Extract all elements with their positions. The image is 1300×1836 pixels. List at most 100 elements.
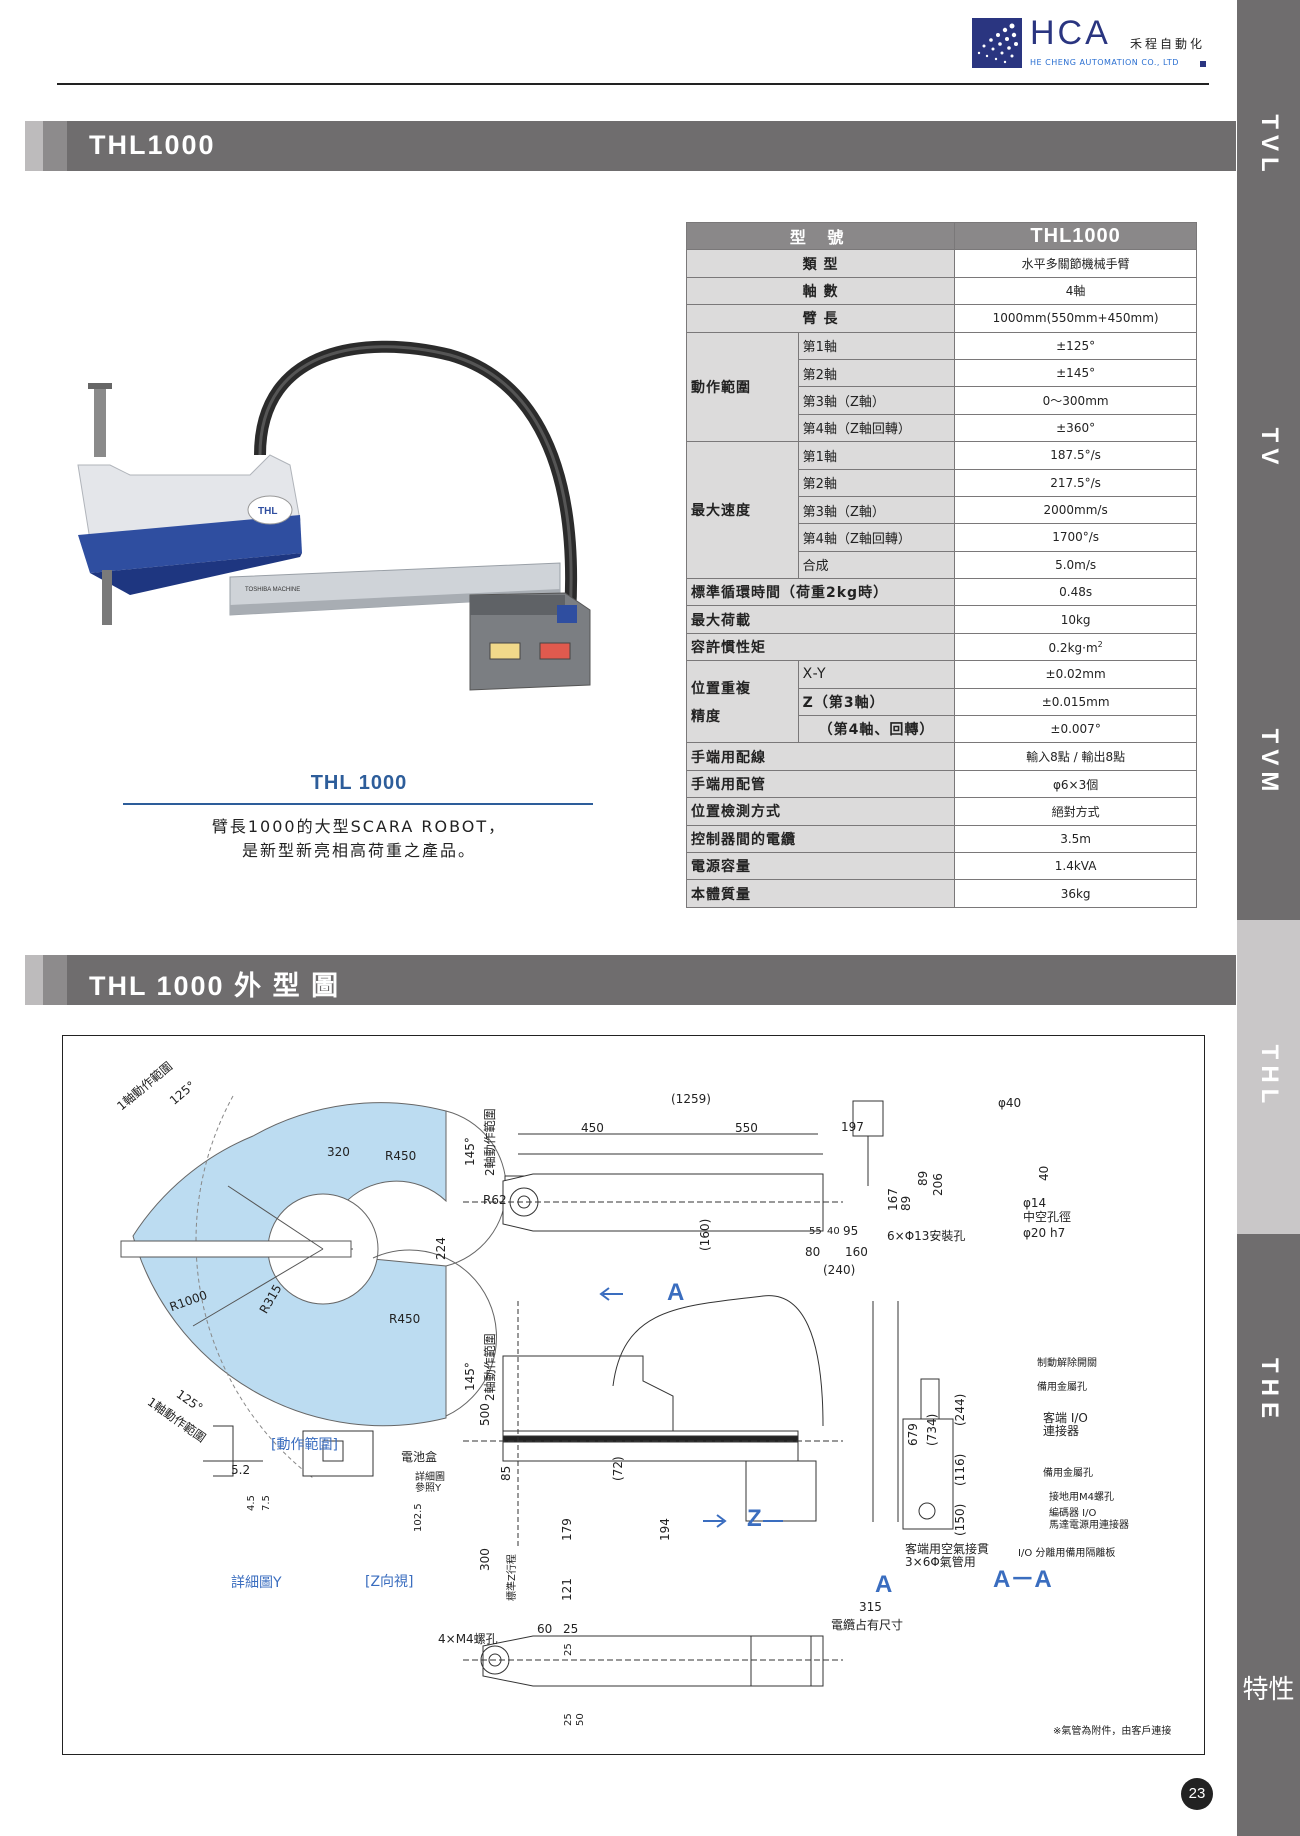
dim-160: 160 — [845, 1245, 868, 1259]
row-value: ±0.007° — [954, 715, 1197, 744]
row-label: 本體質量 — [685, 879, 956, 908]
row-value: 4軸 — [954, 276, 1197, 306]
label-air-2: 3×6Φ氣管用 — [905, 1555, 976, 1569]
group-label: 動作範圍 — [686, 331, 799, 443]
tab-tvl[interactable]: TVL — [1237, 0, 1300, 295]
tab-tv[interactable]: TV — [1237, 292, 1300, 609]
row-label: 手端用配線 — [685, 742, 956, 771]
dim-179: 179 — [560, 1518, 574, 1541]
dim-240: (240) — [823, 1263, 856, 1277]
inertia-sup: 2 — [1097, 639, 1103, 649]
row-value: ±0.02mm — [954, 660, 1197, 689]
row-sublabel: 第1軸 — [797, 441, 956, 470]
desc-line-1: 臂長1000的大型SCARA ROBOT， — [211, 817, 507, 836]
table-row: 第2軸 217.5°/s — [687, 468, 1197, 497]
dim-197: 197 — [841, 1120, 864, 1134]
dim-72: (72) — [611, 1456, 625, 1481]
table-row: 軸 數 4軸 — [685, 276, 1197, 306]
header-model-value: THL1000 — [954, 221, 1197, 251]
section-header-drawing: THL 1000 外 型 圖 — [25, 955, 1236, 1005]
tab-thl[interactable]: THL — [1237, 920, 1300, 1237]
dim-167: 167 — [886, 1188, 900, 1211]
dimension-drawing: 1軸動作範圍 125° 1軸動作範圍 125° 2軸動作範圍 145° 2軸動作… — [62, 1035, 1205, 1755]
spec-table: 型 號 THL1000 類 型 水平多關節機械手臂 軸 數 4軸 臂 長 100… — [685, 221, 1197, 908]
table-row: 容許慣性矩 0.2kg·m2 — [685, 632, 1197, 662]
tab-tvm[interactable]: TVM — [1237, 606, 1300, 923]
dim-194: 194 — [658, 1518, 672, 1541]
caption-z-view: [Z向視] — [365, 1574, 414, 1590]
label-enc-io-2: 馬達電源用連接器 — [1049, 1520, 1129, 1531]
dim-150: (150) — [953, 1503, 967, 1536]
dim-244: (244) — [953, 1393, 967, 1426]
drawing-note: ※氣管為附件，由客戶連接 — [1053, 1726, 1172, 1737]
dim-85: 85 — [499, 1465, 513, 1481]
table-row: 第3軸（Z軸） 2000mm/s — [687, 495, 1197, 525]
row-value: ±360° — [954, 413, 1197, 443]
row-value: 5.0m/s — [954, 550, 1197, 580]
dim-734: (734) — [925, 1413, 939, 1446]
row-label: 控制器間的電纜 — [685, 824, 956, 853]
label-range-axis2-bottom: 2軸動作範圍 — [483, 1333, 497, 1401]
section-title: THL 1000 外 型 圖 — [89, 971, 341, 1001]
label-air-1: 客端用空氣接貫 — [905, 1542, 990, 1556]
table-row: 本體質量 36kg — [685, 879, 1197, 908]
row-value: 水平多關節機械手臂 — [954, 249, 1197, 278]
row-value: 0.2kg·m2 — [954, 632, 1197, 662]
row-sublabel: X-Y — [797, 660, 956, 689]
desc-line-2: 是新型新亮相高荷重之產品。 — [241, 841, 476, 860]
dim-121: 121 — [560, 1578, 574, 1601]
tab-the[interactable]: THE — [1237, 1234, 1300, 1551]
dim-r450-top: R450 — [385, 1149, 417, 1163]
row-label: 容許慣性矩 — [685, 632, 956, 662]
row-sublabel: Z（第3軸） — [797, 687, 956, 717]
dim-60: 60 — [537, 1622, 553, 1636]
table-row: 第4軸（Z軸回轉） 1700°/s — [687, 523, 1197, 552]
header-rule — [57, 83, 1209, 85]
tab-label: THL — [1255, 1044, 1283, 1110]
label-range-axis2-top: 2軸動作範圍 — [483, 1108, 497, 1176]
company-logo: HCA 禾程自動化 HE CHENG AUTOMATION CO., LTD — [972, 14, 1212, 72]
row-label: 手端用配管 — [685, 769, 956, 799]
row-sublabel: 第4軸（Z軸回轉） — [797, 413, 956, 443]
label-detail-ref-2: 參照Y — [415, 1483, 442, 1494]
row-label: 臂 長 — [685, 304, 956, 333]
dim-25c: 25 — [563, 1713, 574, 1726]
label-hollow: 中空孔徑 — [1023, 1210, 1072, 1224]
product-name: THL 1000 — [310, 772, 408, 794]
view-aa: A－A — [993, 1566, 1052, 1593]
table-row: 手端用配線 輸入8點 / 輸出8點 — [685, 742, 1197, 771]
dim-55: 55 — [809, 1226, 822, 1237]
row-label: 最大荷載 — [685, 605, 956, 634]
dim-phi20: φ20 h7 — [1023, 1226, 1066, 1240]
label-deg145-bottom: 145° — [463, 1362, 477, 1391]
row-value: ±145° — [954, 358, 1197, 388]
row-sublabel: 第2軸 — [797, 358, 956, 388]
label-enc-io-1: 編碼器 I/O — [1049, 1508, 1097, 1519]
bar-accent-light — [25, 955, 43, 1005]
dim-89a: 89 — [916, 1170, 930, 1186]
company-name-cn: 禾程自動化 — [1130, 37, 1206, 51]
dim-r450-bottom: R450 — [389, 1312, 421, 1326]
bar-accent-mid — [43, 955, 67, 1005]
table-row: 類 型 水平多關節機械手臂 — [685, 249, 1197, 278]
row-label: 類 型 — [685, 249, 956, 278]
tab-label: TV — [1255, 427, 1283, 471]
tab-label: THE — [1255, 1358, 1283, 1424]
dim-5-2: 5.2 — [231, 1463, 251, 1477]
dim-4-5: 4.5 — [246, 1495, 257, 1511]
caption-range: [動作範圍] — [271, 1437, 338, 1453]
view-a-bottom: A — [875, 1571, 893, 1598]
tab-features[interactable]: 特性 — [1237, 1548, 1300, 1836]
section-title: THL1000 — [89, 130, 216, 160]
row-sublabel: 第4軸（Z軸回轉） — [797, 523, 956, 552]
group-label: 最大速度 — [686, 441, 799, 580]
row-label: 標準循環時間（荷重2kg時） — [685, 578, 956, 607]
dim-80: 80 — [805, 1245, 821, 1259]
dim-116: (116) — [953, 1453, 967, 1486]
label-deg145-top: 145° — [463, 1137, 477, 1166]
row-value: 輸入8點 / 輸出8點 — [954, 742, 1197, 771]
product-description: 臂長1000的大型SCARA ROBOT， 是新型新亮相高荷重之產品。 — [125, 815, 593, 863]
table-row: 合成 5.0m/s — [687, 550, 1197, 580]
table-row: 第3軸（Z軸） 0～300mm — [687, 386, 1197, 415]
dim-300: 300 — [478, 1548, 492, 1571]
